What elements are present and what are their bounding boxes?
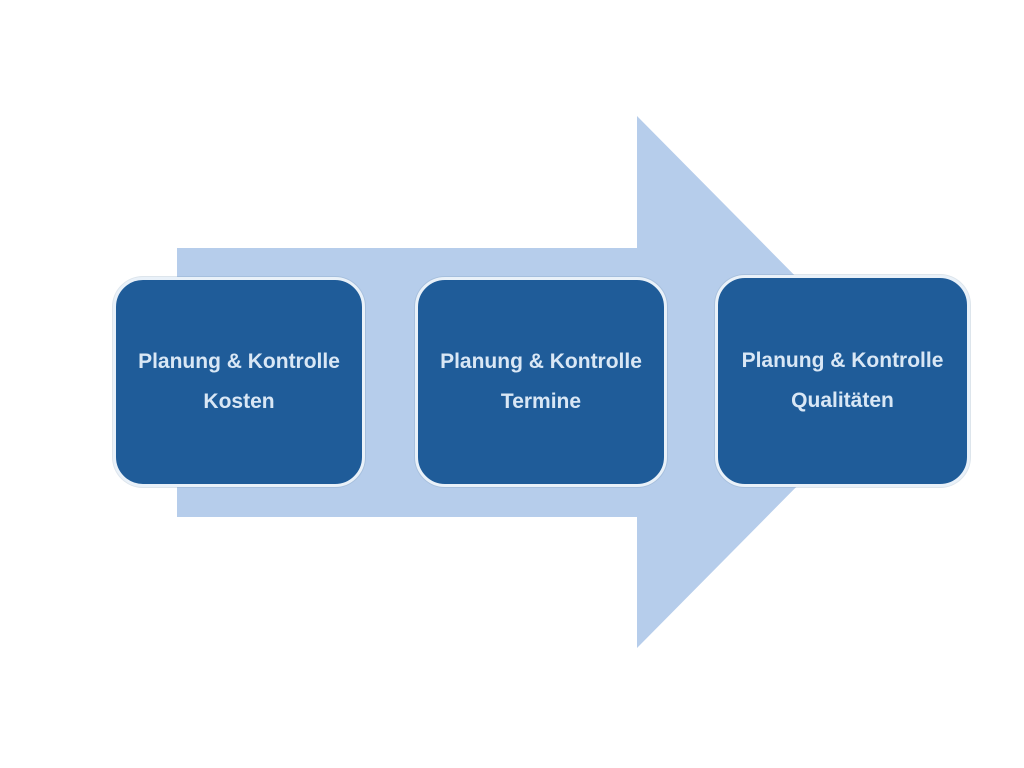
process-step-kosten: Planung & Kontrolle Kosten xyxy=(113,277,365,487)
step-qualitaeten-line2: Qualitäten xyxy=(791,388,894,412)
process-step-termine: Planung & Kontrolle Termine xyxy=(415,277,667,487)
step-qualitaeten-line1: Planung & Kontrolle xyxy=(741,349,944,373)
step-termine-line1: Planung & Kontrolle xyxy=(440,350,642,374)
step-kosten-line1: Planung & Kontrolle xyxy=(138,350,340,374)
process-step-qualitaeten: Planung & Kontrolle Qualitäten xyxy=(715,275,970,487)
step-termine-line2: Termine xyxy=(500,389,582,413)
step-kosten-line2: Kosten xyxy=(203,389,275,413)
